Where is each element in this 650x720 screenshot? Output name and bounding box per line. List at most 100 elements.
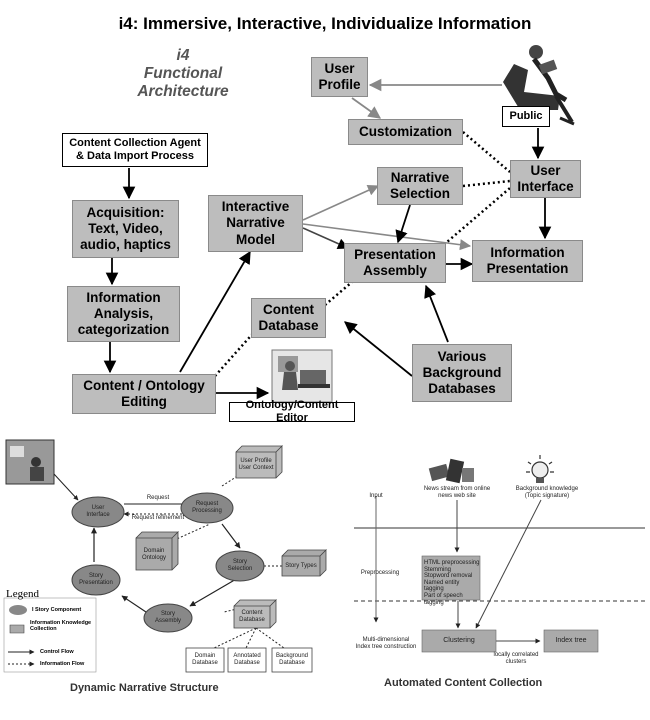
dn-request-processing-line-2: Processing — [192, 507, 222, 514]
dn-story-presentation-label: Story Presentation — [76, 573, 116, 586]
dn-user-interface-label: User Interface — [80, 505, 116, 518]
acc-locally-correlated-line-2: clusters — [505, 658, 527, 665]
subtitle-line-3: Architecture — [137, 82, 229, 100]
background-databases-line-1: Various — [437, 348, 487, 364]
background-databases-line-2: Background — [422, 364, 502, 380]
information-analysis-line-2: Analysis, — [93, 305, 154, 321]
acc-indexing-line-2: Index tree construction — [355, 643, 417, 650]
page-title: i4: Immersive, Interactive, Individualiz… — [118, 14, 532, 33]
dotted-assembly-to-ui — [439, 187, 511, 249]
dn-domain-database-line-2: Database — [192, 659, 218, 666]
dn-user-profile-line-2: User Context — [238, 464, 274, 471]
collection-story-types — [281, 549, 327, 577]
dn-request-processing-line-1: Request — [195, 501, 219, 507]
dn-content-database-label: Content Database — [234, 610, 270, 623]
architecture-subtitle: i4 Functional Architecture — [118, 47, 248, 100]
user-profile-line-1: User — [324, 60, 355, 76]
story-node-story-presentation — [71, 564, 121, 596]
acc-background-knowledge-line-2: (Topic signature) — [524, 492, 570, 499]
top-connectors — [103, 78, 552, 400]
user-interface-box: User Interface — [510, 160, 581, 198]
box-background-database — [271, 647, 313, 673]
content-collection-line-2: & Data Import Process — [76, 150, 194, 162]
user-profile-line-2: Profile — [318, 77, 361, 92]
dn-domain-ontology-line-2: Ontology — [141, 554, 166, 561]
story-node-story-selection — [215, 550, 265, 582]
legend-item-story-component: I Story Component — [32, 607, 82, 613]
acc-news-stream-line-1: News stream from online — [423, 486, 491, 492]
dn-user-profile-label: User Profile User Context — [236, 458, 276, 471]
user-profile-box: User Profile — [311, 57, 368, 97]
arrow-narrselect-to-assembly — [395, 204, 411, 244]
dn-background-database-line-1: Background — [275, 653, 309, 659]
background-databases-box: Various Background Databases — [412, 344, 512, 402]
index-tree-box — [543, 629, 599, 653]
narrative-model-line-2: Narrative — [226, 215, 285, 231]
story-node-request-processing — [180, 492, 234, 524]
news-devices-illustration — [428, 458, 474, 484]
narrative-selection-line-1: Narrative — [390, 169, 450, 185]
content-collection-line-1: Content Collection Agent — [69, 136, 201, 149]
dn-request-processing-label: Request Processing — [187, 501, 227, 514]
presentation-assembly-box: Presentation Assembly — [344, 243, 446, 283]
arrow-userprofile-to-customization — [351, 97, 382, 119]
acc-locally-correlated-label: locally correlated clusters — [488, 652, 544, 665]
legend-item-knowledge-collection: Information Knowledge Collection — [30, 620, 92, 632]
dn-story-presentation-line-2: Presentation — [79, 579, 113, 586]
arrow-backgrounddb-to-assembly — [424, 284, 449, 343]
dn-request-label: Request — [146, 495, 170, 501]
acc-step-5: Part of speech tagging — [424, 592, 463, 606]
acc-preprocessing-label: Preprocessing — [360, 570, 400, 576]
customization-label: Customization — [359, 123, 452, 139]
public-label: Public — [509, 109, 543, 122]
legend-item-control-flow: Control Flow — [40, 649, 74, 655]
information-presentation-line-2: Presentation — [486, 261, 569, 276]
dn-background-database-label: Background Database — [272, 653, 312, 666]
arrow-model-to-assembly — [302, 227, 350, 250]
dn-story-assembly-line-1: Story — [160, 611, 175, 617]
dn-story-selection-label: Story Selection — [222, 559, 258, 572]
dotted-contentdb-to-assembly — [324, 281, 353, 306]
acc-step-1: HTML preprocessing — [424, 560, 480, 566]
ontology-editing-line-2: Editing — [121, 394, 167, 409]
dn-story-types-text: Story Types — [285, 563, 317, 569]
dynamic-narrative-caption: Dynamic Narrative Structure — [70, 682, 219, 694]
dn-domain-ontology-line-1: Domain — [143, 548, 165, 554]
content-collection-diagram — [354, 455, 645, 653]
acc-news-stream-line-2: news web site — [438, 492, 476, 499]
arrow-model-to-editing — [179, 250, 251, 373]
dn-background-database-line-2: Database — [279, 659, 305, 666]
acc-background-knowledge-line-1: Background knowledge — [515, 486, 579, 492]
acc-indexing-line-1: Multi-dimensional — [362, 637, 410, 643]
collection-domain-ontology — [135, 531, 179, 571]
ontology-editor-label: Ontology/Content Editor — [245, 398, 339, 424]
content-database-line-1: Content — [263, 301, 314, 317]
dotted-narrselect-to-ui — [462, 179, 511, 188]
dn-story-selection-line-1: Story — [232, 559, 247, 565]
preprocessing-steps-box — [421, 555, 481, 601]
dn-story-presentation-line-1: Story — [88, 573, 103, 579]
subtitle-line-1: i4 — [176, 47, 190, 64]
collection-content-database — [233, 599, 277, 629]
acquisition-line-3: audio, haptics — [80, 237, 171, 253]
lightbulb-illustration — [526, 455, 554, 483]
dn-user-interface-line-2: Interface — [86, 511, 110, 518]
legend-item-information-flow: Information Flow — [40, 661, 85, 667]
story-node-story-assembly — [143, 603, 193, 633]
narrative-model-line-1: Interactive — [221, 199, 290, 215]
arrow-model-to-infopresentation — [302, 223, 472, 251]
arrow-backgrounddb-to-contentdb — [344, 321, 413, 377]
dn-user-interface-line-1: User — [91, 505, 105, 511]
ontology-editor-box: Ontology/Content Editor — [229, 398, 355, 424]
information-analysis-line-3: categorization — [77, 322, 170, 338]
user-interface-line-1: User — [530, 162, 561, 178]
content-database-box: Content Database — [251, 298, 326, 338]
acc-step-2: Stemming — [424, 566, 452, 573]
collection-user-profile — [235, 445, 283, 479]
dn-domain-database-line-1: Domain — [194, 653, 216, 659]
acc-steps-list: HTML preprocessing Stemming Stopword rem… — [424, 560, 480, 606]
dn-annotated-database-line-1: Annotated — [233, 653, 261, 659]
dn-story-assembly-line-2: Assembly — [154, 617, 181, 624]
dn-story-assembly-label: Story Assembly — [150, 611, 186, 624]
